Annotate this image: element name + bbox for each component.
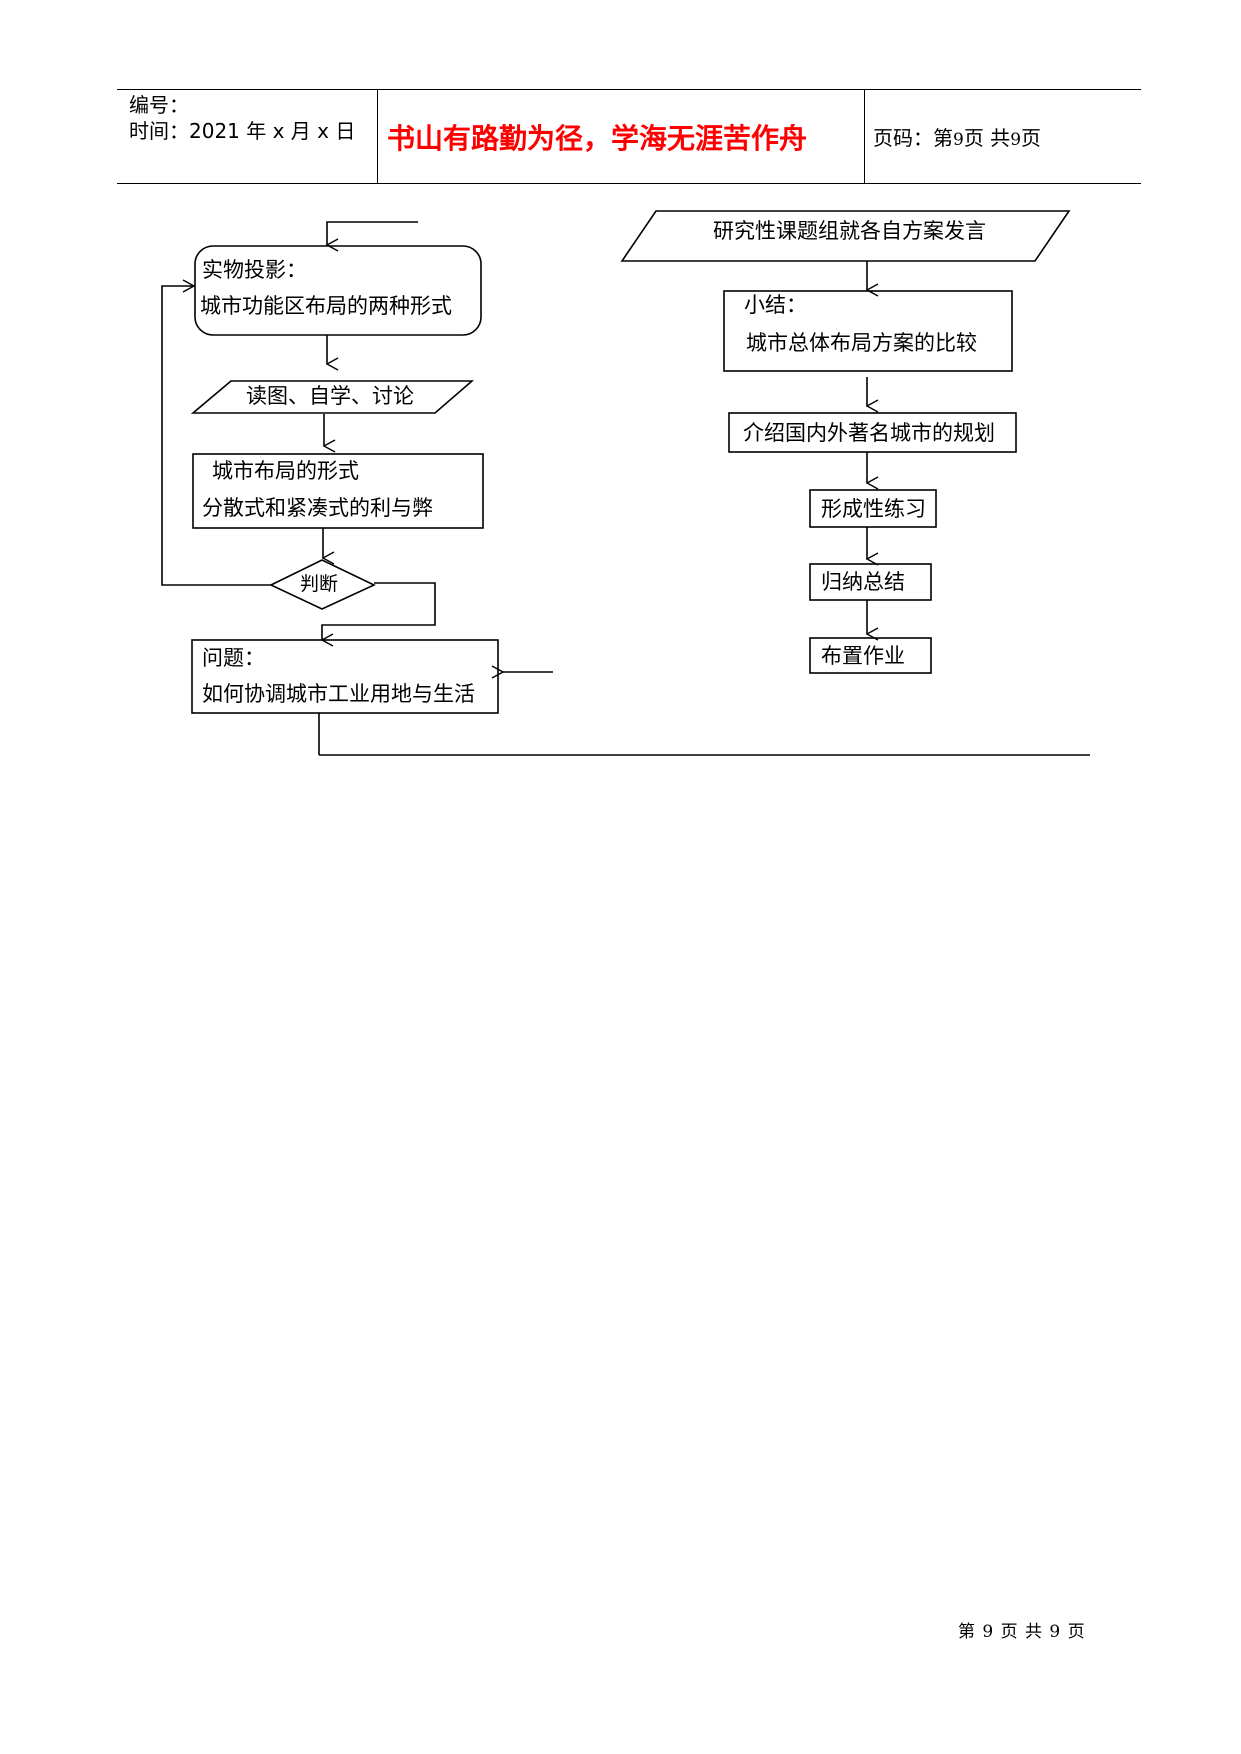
group-speech-parallelogram <box>620 210 1071 262</box>
arrow <box>320 582 436 647</box>
homework-box <box>809 637 932 674</box>
form-box <box>192 453 484 529</box>
judge-diamond <box>269 559 376 610</box>
loop-back-arrow <box>161 279 271 586</box>
intro-box <box>728 412 1017 453</box>
projection-title: 实物投影： <box>202 258 307 282</box>
read-discuss-parallelogram <box>190 380 475 414</box>
summary-title: 小结： <box>744 293 807 317</box>
form-text: 分散式和紧凑式的利与弊 <box>202 496 433 520</box>
page-number: 9 <box>953 130 964 150</box>
conclusion-label: 归纳总结 <box>821 570 905 594</box>
read-discuss-label: 读图、自学、讨论 <box>246 384 414 408</box>
question-title: 问题： <box>202 646 265 670</box>
header-divider <box>377 90 378 183</box>
summary-text: 城市总体布局方案的比较 <box>746 331 977 355</box>
judge-label: 判断 <box>300 573 339 595</box>
motto: 书山有路勤为径，学海无涯苦作舟 <box>386 122 807 155</box>
time-label: 时间：2021 年 x 月 x 日 <box>129 119 356 143</box>
form-title: 城市布局的形式 <box>212 459 359 483</box>
number-label: 编号： <box>129 93 189 117</box>
group-speech-label: 研究性课题组就各自方案发言 <box>713 219 986 243</box>
page-indicator: 页码：第9页 共9页 <box>873 126 1042 150</box>
header-left-cell: 编号： 时间：2021 年 x 月 x 日 <box>129 92 355 185</box>
conclusion-box <box>809 563 932 601</box>
summary-box <box>723 290 1013 372</box>
bottom-line <box>318 713 1090 756</box>
entry-arrow <box>325 221 418 252</box>
projection-text: 城市功能区布局的两种形式 <box>200 294 452 318</box>
page-header: 编号： 时间：2021 年 x 月 x 日 书山有路勤为径，学海无涯苦作舟 页码… <box>117 89 1141 184</box>
homework-label: 布置作业 <box>821 644 905 668</box>
page-total: 9 <box>1010 130 1022 150</box>
practice-box <box>809 489 937 528</box>
intro-label: 介绍国内外著名城市的规划 <box>743 421 995 445</box>
page-footer: 第 9 页 共 9 页 <box>958 1622 1086 1642</box>
question-text: 如何协调城市工业用地与生活 <box>202 682 475 706</box>
practice-label: 形成性练习 <box>821 497 926 521</box>
header-divider <box>864 90 865 183</box>
